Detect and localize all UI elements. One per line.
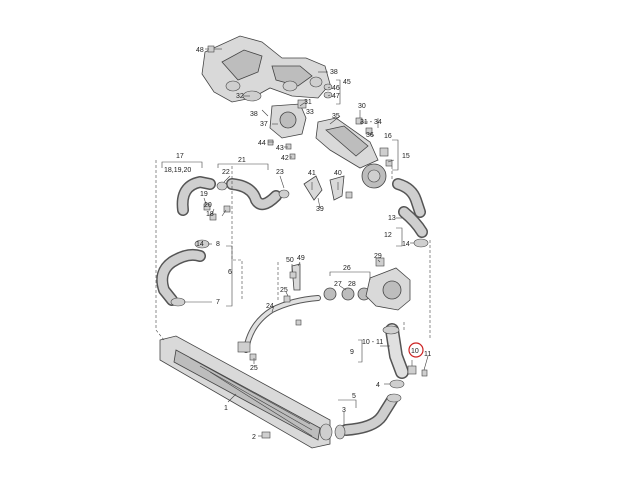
callout-23: 23 [276, 169, 284, 176]
callout-35: 35 [332, 113, 340, 120]
callout-29: 29 [374, 253, 382, 260]
charge-air-hose-3 [334, 393, 402, 440]
callout-14-upper: 14 [402, 241, 410, 248]
callout-12: 12 [384, 232, 392, 239]
callout-27: 27 [334, 281, 342, 288]
callout-22: 22 [222, 169, 230, 176]
callout-4: 4 [376, 382, 380, 389]
callout-10: 10 [411, 348, 419, 355]
fasteners-25-lower [249, 353, 257, 361]
bracket-49-50 [283, 263, 302, 326]
callout-31: 31 [304, 99, 312, 106]
charge-air-hose-21 [216, 178, 290, 211]
callout-2: 2 [252, 434, 256, 441]
callout-47: 47 [332, 93, 340, 100]
callout-45: 45 [343, 79, 351, 86]
callout-49: 49 [297, 255, 305, 262]
leader-lines [161, 48, 429, 437]
callout-labels: 48 38 45 46 47 32 31 33 30 31 - 34 35 36… [164, 47, 431, 441]
callout-19: 19 [200, 191, 208, 198]
callout-13: 13 [388, 215, 396, 222]
callout-3: 3 [342, 407, 346, 414]
valve-29 [365, 257, 411, 311]
charge-air-hose-17 [176, 176, 231, 221]
callout-11: 11 [424, 351, 431, 358]
callout-10-11: 10 - 11 [362, 339, 383, 346]
callout-38b: 38 [250, 111, 258, 118]
callout-31-34: 31 - 34 [360, 119, 382, 126]
callout-1: 1 [224, 405, 228, 412]
intake-manifold [201, 35, 331, 103]
callout-16: 16 [384, 133, 392, 140]
sensor-10 [407, 365, 428, 377]
callout-37: 37 [260, 121, 268, 128]
intercooler [159, 335, 333, 449]
callout-50: 50 [286, 257, 294, 264]
highlight-ring [408, 342, 424, 358]
cooler-housing-30 [315, 117, 379, 169]
callout-6: 6 [228, 269, 232, 276]
callout-36: 36 [366, 132, 374, 139]
callout-44: 44 [258, 140, 266, 147]
callout-8: 8 [216, 241, 220, 248]
gasket-32 [242, 90, 262, 102]
callout-48: 48 [196, 47, 204, 54]
callout-42: 42 [281, 155, 289, 162]
callout-40: 40 [334, 170, 342, 177]
callout-21: 21 [238, 157, 246, 164]
charge-air-pipe-9 [382, 323, 409, 379]
seal-rings-46-47 [323, 83, 333, 99]
callout-28: 28 [348, 281, 356, 288]
callout-24: 24 [266, 303, 274, 310]
callout-32: 32 [236, 93, 244, 100]
callout-18-19-20: 18,19,20 [164, 167, 191, 174]
bracket-39-41 [303, 175, 353, 201]
callout-39: 39 [316, 206, 324, 213]
callout-33: 33 [306, 109, 314, 116]
clamp-14-upper [413, 238, 429, 248]
callout-18: 18 [206, 211, 214, 218]
callout-14-left: 14 [196, 241, 204, 248]
callout-46: 46 [332, 85, 340, 92]
callout-43: 43 [276, 145, 284, 152]
assembly-lines [155, 160, 431, 341]
hose-13 [392, 178, 428, 238]
callout-15: 15 [402, 153, 410, 160]
throttle-body [269, 99, 307, 139]
callout-25-lower: 25 [250, 365, 258, 372]
hose-26 [323, 287, 371, 301]
callout-7: 7 [216, 299, 220, 306]
fasteners-42-44 [267, 139, 296, 160]
pressure-pipe-15 [361, 147, 393, 189]
callout-30: 30 [358, 103, 366, 110]
callout-5: 5 [352, 393, 356, 400]
callout-20: 20 [204, 202, 212, 209]
clamp-4 [389, 379, 405, 389]
charge-air-hose-6 [156, 239, 210, 307]
callout-41: 41 [308, 170, 316, 177]
callout-9: 9 [350, 349, 354, 356]
callout-25-upper: 25 [280, 287, 288, 294]
callout-38: 38 [330, 69, 338, 76]
callout-17: 17 [176, 153, 184, 160]
callout-26: 26 [343, 265, 351, 272]
charge-air-pipe-24 [237, 295, 321, 353]
